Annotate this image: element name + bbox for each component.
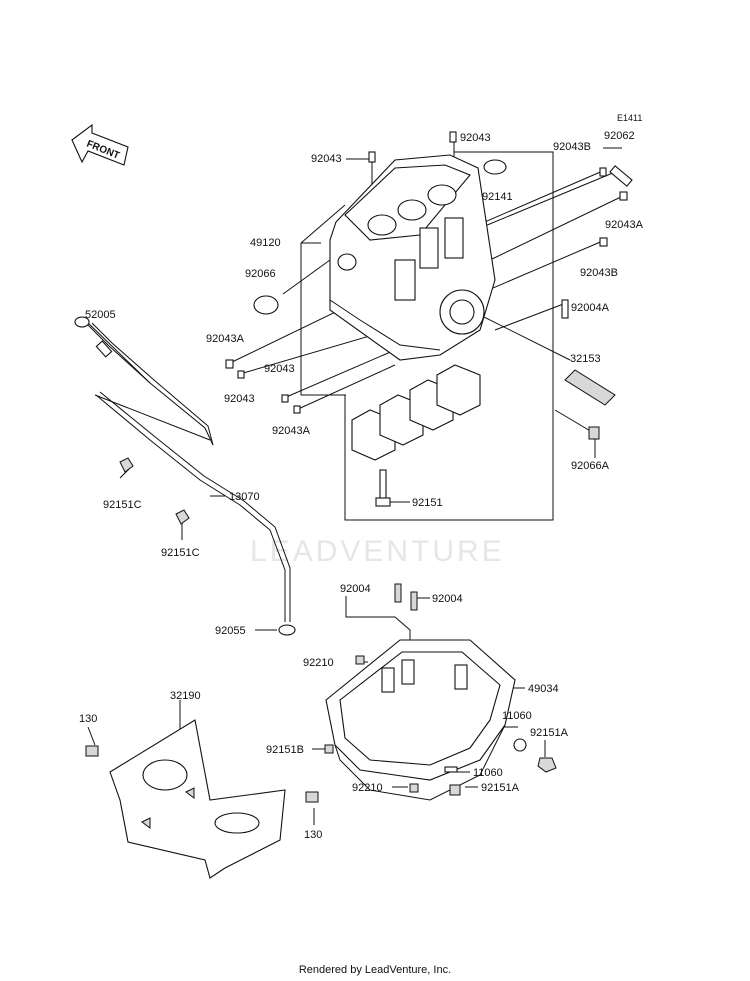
callout-92151[interactable]: 92151 <box>412 497 443 509</box>
callout-49120[interactable]: 49120 <box>250 237 281 249</box>
callout-92004a[interactable]: 92004A <box>571 302 610 314</box>
callout-92043[interactable]: 92043 <box>264 363 295 375</box>
callout-130[interactable]: 130 <box>304 829 322 841</box>
callout-92043a[interactable]: 92043A <box>272 425 311 437</box>
callout-92043a[interactable]: 92043A <box>605 219 644 231</box>
crankcase-block[interactable] <box>329 154 496 361</box>
callout-92062[interactable]: 92062 <box>604 130 635 142</box>
callout-92210[interactable]: 92210 <box>303 657 334 669</box>
diagram-code: E1411 <box>617 113 642 123</box>
callout-92151c[interactable]: 92151C <box>103 499 142 511</box>
skid-guard[interactable] <box>85 719 319 879</box>
callout-92055[interactable]: 92055 <box>215 625 246 637</box>
callout-labels: 92043 92043 92043B 92062 92141 92043A 49… <box>79 130 644 841</box>
callout-13070[interactable]: 13070 <box>229 491 260 503</box>
oil-pan[interactable] <box>324 583 557 801</box>
callout-92043a[interactable]: 92043A <box>206 333 245 345</box>
callout-11060[interactable]: 11060 <box>473 767 503 779</box>
callout-130[interactable]: 130 <box>79 713 97 725</box>
callout-52005[interactable]: 52005 <box>85 309 116 321</box>
callout-92210[interactable]: 92210 <box>352 782 383 794</box>
pin-and-fastener-parts[interactable] <box>225 131 633 507</box>
callout-92004[interactable]: 92004 <box>432 593 463 605</box>
callout-92043[interactable]: 92043 <box>224 393 255 405</box>
callout-92043b[interactable]: 92043B <box>580 267 618 279</box>
callout-92141[interactable]: 92141 <box>482 191 513 203</box>
callout-32153[interactable]: 32153 <box>570 353 601 365</box>
callout-92151a[interactable]: 92151A <box>481 782 520 794</box>
callout-92043[interactable]: 92043 <box>460 132 491 144</box>
watermark: LEADVENTURE <box>250 535 505 568</box>
callout-32190[interactable]: 32190 <box>170 690 201 702</box>
callout-92151b[interactable]: 92151B <box>266 744 304 756</box>
callout-11060[interactable]: 11060 <box>502 710 532 722</box>
footer-credit: Rendered by LeadVenture, Inc. <box>298 964 452 976</box>
callout-92066a[interactable]: 92066A <box>571 460 610 472</box>
dipstick-and-guide[interactable] <box>74 316 296 636</box>
callout-92151c[interactable]: 92151C <box>161 547 200 559</box>
callout-49034[interactable]: 49034 <box>528 683 559 695</box>
front-arrow-icon: FRONT <box>71 123 129 166</box>
callout-92043[interactable]: 92043 <box>311 153 342 165</box>
callout-92151a[interactable]: 92151A <box>530 727 569 739</box>
callout-92066[interactable]: 92066 <box>245 268 276 280</box>
callout-92004[interactable]: 92004 <box>340 583 371 595</box>
callout-92043b[interactable]: 92043B <box>553 141 591 153</box>
